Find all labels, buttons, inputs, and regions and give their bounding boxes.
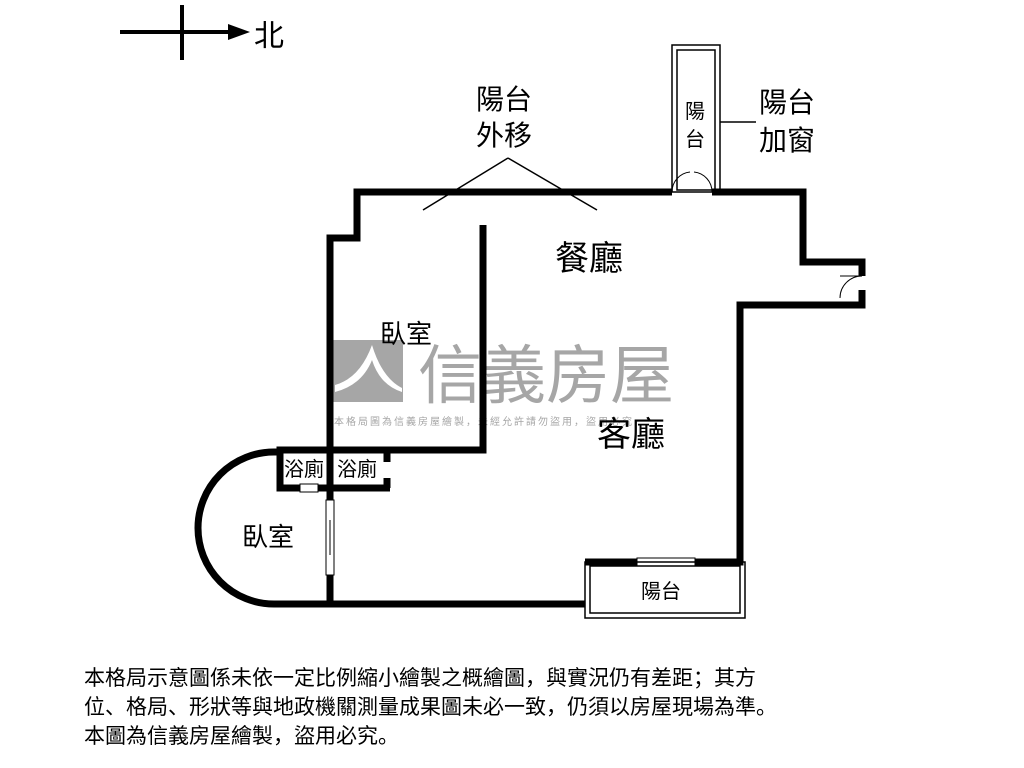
watermark: 信義房屋 本格局圖為信義房屋繪製，未經允許請勿盜用，盜用必究 bbox=[333, 340, 674, 428]
compass-label: 北 bbox=[254, 19, 284, 54]
label-dining: 餐廳 bbox=[555, 239, 623, 279]
label-balcony-top-2: 台 bbox=[685, 127, 705, 151]
label-balcony-moved-1: 陽台 bbox=[476, 83, 532, 116]
label-balcony-moved-2: 外移 bbox=[476, 119, 532, 152]
label-balcony-bottom: 陽台 bbox=[641, 579, 681, 603]
balcony-top bbox=[671, 44, 721, 193]
label-bedroom-1: 臥室 bbox=[380, 320, 432, 350]
label-bath-2: 浴廁 bbox=[337, 457, 377, 481]
label-balcony-top-1: 陽 bbox=[685, 99, 705, 123]
disclaimer-line: 本格局示意圖係未依一定比例縮小繪製之概繪圖，與實況仍有差距；其方 bbox=[84, 666, 756, 690]
disclaimer-line: 本圖為信義房屋繪製，盜用必究。 bbox=[84, 724, 399, 748]
label-balcony-window-2: 加窗 bbox=[759, 124, 815, 157]
watermark-logo bbox=[333, 340, 403, 402]
walls bbox=[194, 188, 866, 608]
label-balcony-window-1: 陽台 bbox=[759, 86, 815, 119]
label-bedroom-2: 臥室 bbox=[242, 523, 294, 553]
label-living: 客廳 bbox=[597, 415, 665, 455]
north-arrow-icon bbox=[120, 5, 250, 60]
label-bath-1: 浴廁 bbox=[284, 457, 324, 481]
callout-lines bbox=[422, 121, 756, 211]
watermark-brand: 信義房屋 bbox=[418, 340, 674, 414]
disclaimer-line: 位、格局、形狀等與地政機關測量成果圖未必一致，仍須以房屋現場為準。 bbox=[84, 695, 777, 719]
disclaimer: 本格局示意圖係未依一定比例縮小繪製之概繪圖，與實況仍有差距；其方 位、格局、形狀… bbox=[84, 664, 964, 751]
balcony-bottom bbox=[584, 561, 746, 619]
